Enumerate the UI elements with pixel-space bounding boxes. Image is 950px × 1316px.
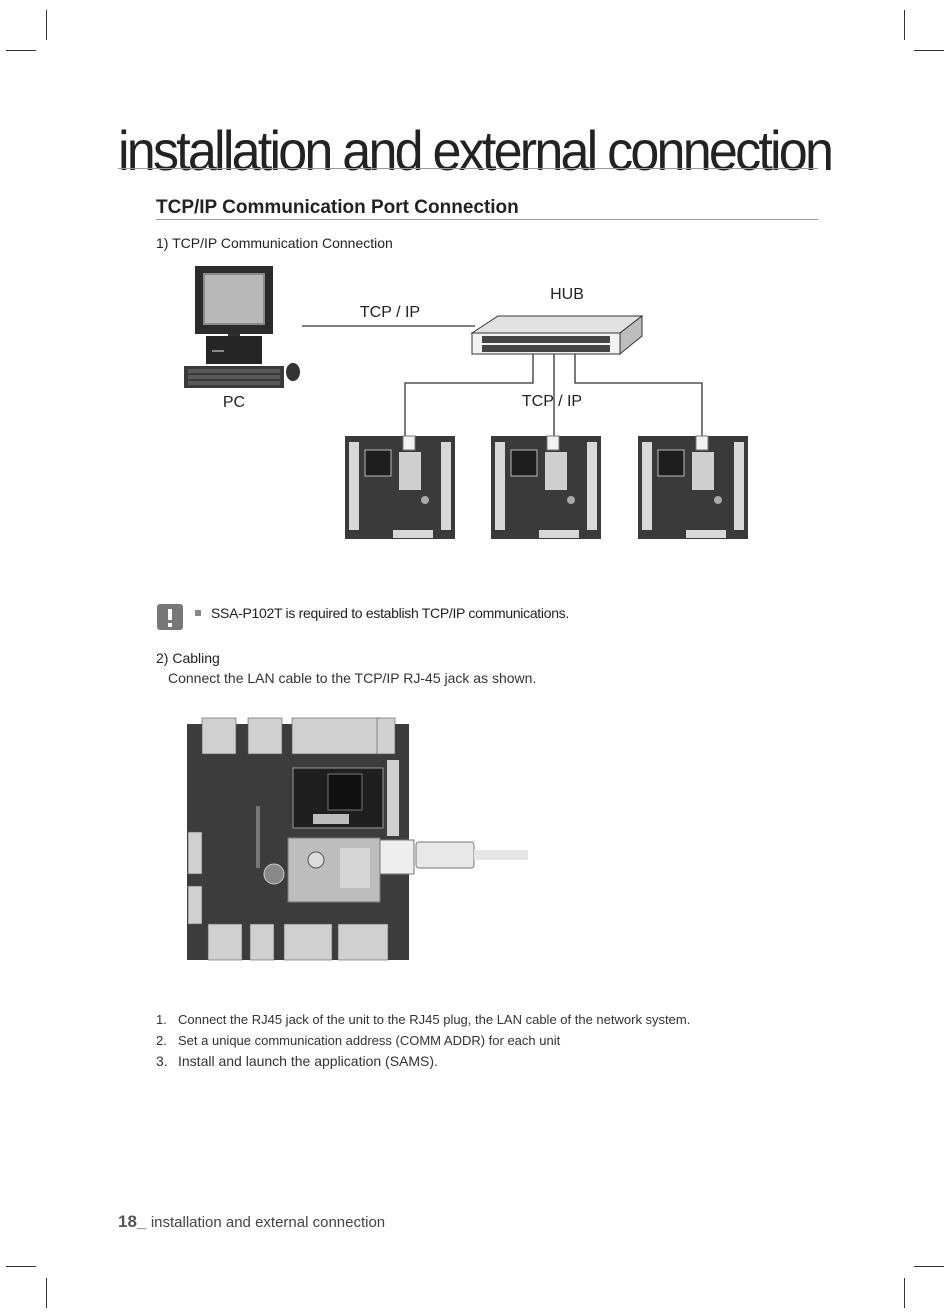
section-divider (156, 219, 818, 220)
steps-list: 1.Connect the RJ45 jack of the unit to t… (156, 1009, 796, 1072)
chapter-title: installation and external connection (118, 119, 834, 182)
hub-icon (470, 314, 644, 356)
crop-mark (904, 10, 905, 40)
tcpip-label-bottom: TCP / IP (522, 393, 582, 410)
bullet-icon (195, 610, 201, 616)
list-item: 3.Install and launch the application (SA… (156, 1053, 438, 1069)
pc-label: PC (223, 394, 245, 411)
lan-cable (474, 850, 528, 860)
cabling-illustration (187, 717, 528, 961)
pc-icon (184, 266, 300, 388)
cabling-description: Connect the LAN cable to the TCP/IP RJ-4… (168, 670, 537, 686)
crop-mark (6, 1266, 36, 1267)
rj45-jack (379, 839, 415, 875)
crop-mark (914, 1266, 944, 1267)
list-item: 1.Connect the RJ45 jack of the unit to t… (156, 1012, 691, 1027)
subsection-1-label: 1) TCP/IP Communication Connection (156, 235, 393, 251)
network-diagram: PC TCP / IP HUB TCP / IP (184, 266, 748, 539)
footer-text: installation and external connection (150, 1214, 386, 1231)
hub-unit1-link (404, 354, 534, 436)
crop-mark (6, 50, 36, 51)
page-footer: 18_ installation and external connection (118, 1212, 385, 1232)
hub-label: HUB (550, 286, 584, 303)
note-text: SSA-P102T is required to establish TCP/I… (211, 605, 569, 621)
crop-mark (914, 50, 944, 51)
hub-unit3-link (574, 354, 703, 436)
crop-mark (46, 1278, 47, 1308)
chapter-divider (118, 168, 818, 169)
list-item: 2.Set a unique communication address (CO… (156, 1033, 561, 1048)
subsection-2-label: 2) Cabling (156, 650, 220, 666)
crop-mark (46, 10, 47, 40)
rj45-plug (415, 841, 475, 869)
controller-unit-1 (345, 435, 455, 539)
section-heading: TCP/IP Communication Port Connection (156, 197, 519, 218)
controller-unit-2 (491, 435, 601, 539)
page-number: 18_ (118, 1212, 147, 1231)
crop-mark (904, 1278, 905, 1308)
note-icon (157, 604, 183, 630)
controller-unit-3 (638, 435, 748, 539)
tcpip-label-top: TCP / IP (360, 304, 420, 321)
